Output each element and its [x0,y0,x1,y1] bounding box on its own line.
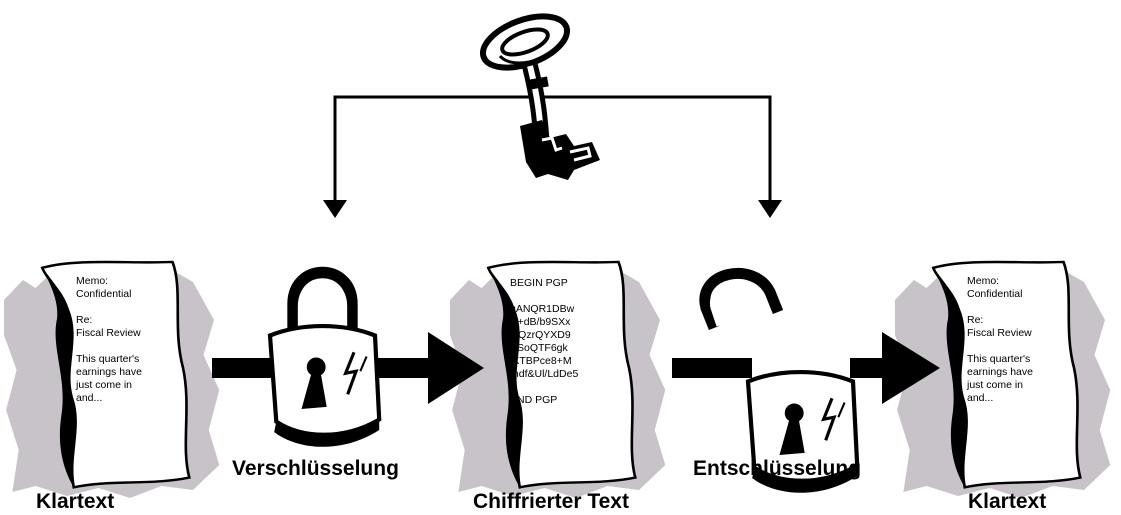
lock-open-icon [699,267,860,493]
flow-arrow-decrypt-out [850,332,940,404]
document-line [510,381,513,393]
plaintext-label-right: Klartext [968,490,1046,513]
document-line: and... [967,392,993,404]
document-line: just come in [966,379,1023,391]
document-line: Memo: [76,275,108,287]
lock-closed-icon [270,273,379,447]
document-text: Memo:Confidential Re:Fiscal Review This … [966,275,1033,404]
document-line: U+dB/b9SXx [510,316,571,328]
key-icon [479,13,600,180]
document-line: BEGIN PGP [510,277,568,289]
document-line: Fiscal Review [967,327,1032,339]
document-line [76,340,79,352]
document-line: This quarter's [76,353,139,365]
document-line: lXTBPce8+M [510,355,572,367]
decryption-label: Entschlüsselung [693,457,861,480]
document-line: qANQR1DBw [510,303,575,315]
ciphertext-label: Chiffrierter Text [473,490,629,513]
document-line: Memo: [967,275,999,287]
document-text: Memo:Confidential Re:Fiscal Review This … [75,275,142,404]
plaintext-label-left: Klartext [36,490,114,513]
document-line: Re: [967,314,983,326]
encryption-label: Verschlüsselung [232,457,399,480]
plaintext-document-left: Memo:Confidential Re:Fiscal Review This … [4,260,220,498]
document-line: Re: [76,314,92,326]
document-line [76,301,79,313]
document-line: QQzrQYXD9 [510,329,571,341]
flow-arrow-encrypt-in [212,358,272,378]
document-line: earnings have [76,366,142,378]
flow-arrow-decrypt-in [672,358,752,378]
document-line: mdf&Ul/LdDe5 [510,368,578,380]
document-line: and... [76,392,102,404]
key-connector-lines [323,95,782,218]
document-line [510,290,513,302]
document-line: Confidential [967,288,1022,300]
document-line: VSoQTF6gk [510,342,569,354]
document-line: just come in [75,379,132,391]
document-line: This quarter's [967,353,1030,365]
document-line: Confidential [76,288,131,300]
document-line: earnings have [967,366,1033,378]
document-line: END PGP [510,394,557,406]
flow-arrow-encrypt-out [370,332,484,404]
document-line [967,301,970,313]
plaintext-document-right: Memo:Confidential Re:Fiscal Review This … [895,260,1111,498]
document-line [967,340,970,352]
document-line: Fiscal Review [76,327,141,339]
